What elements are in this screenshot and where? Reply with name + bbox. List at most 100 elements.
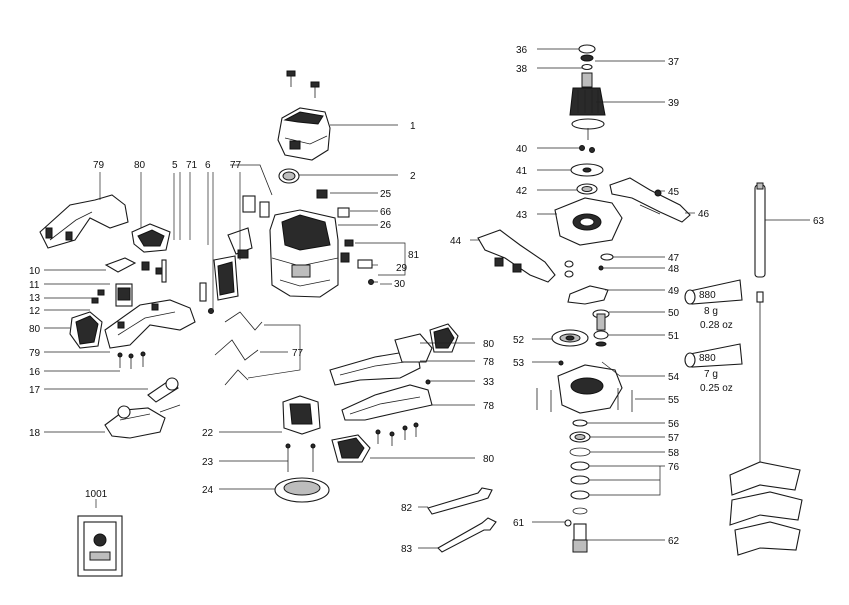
callout-50: 50: [668, 308, 680, 319]
grease-tube-2-number: 880: [699, 353, 716, 364]
grease-tube-1-number: 880: [699, 290, 716, 301]
callout-45: 45: [668, 187, 680, 198]
soft-grip-upper: [394, 323, 459, 363]
callout-41: 41: [516, 166, 528, 177]
callout-13: 13: [29, 293, 41, 304]
long-screws: [285, 443, 316, 472]
callout-52: 52: [513, 335, 525, 346]
small-parts-group: [316, 189, 406, 285]
cable-plug: [104, 404, 181, 439]
brush-wires: [199, 255, 239, 314]
seal-stack-56-58: [569, 419, 591, 457]
screw-top-right: [310, 81, 320, 98]
callout-80-center-bottom: 80: [483, 454, 495, 465]
callout-43: 43: [516, 210, 528, 221]
callout-48: 48: [668, 264, 680, 275]
pinion-51: [593, 330, 609, 347]
callout-10: 10: [29, 266, 41, 277]
round-cover: [278, 168, 300, 184]
callout-18: 18: [29, 428, 41, 439]
gear-52: [551, 329, 589, 347]
callout-1: 1: [410, 121, 416, 132]
callout-26: 26: [380, 220, 392, 231]
washers-76: [570, 461, 590, 515]
gear-cover-54: [557, 360, 623, 414]
switch-plate: [104, 257, 137, 273]
fan-baffle-ring: [274, 477, 330, 503]
callout-77-mid: 77: [292, 348, 304, 359]
grease-tube-2: [684, 343, 743, 368]
motor-housing: [269, 209, 339, 298]
callout-51: 51: [668, 331, 680, 342]
callout-16: 16: [29, 367, 41, 378]
callout-55: 55: [668, 395, 680, 406]
soft-grip-top: [131, 223, 171, 253]
callout-58: 58: [668, 448, 680, 459]
callout-80-top: 80: [134, 160, 146, 171]
motor-cap: [277, 107, 331, 161]
callout-40: 40: [516, 144, 528, 155]
callout-82: 82: [401, 503, 413, 514]
callout-76: 76: [668, 462, 680, 473]
spindle-62: [564, 519, 588, 553]
callout-39: 39: [668, 98, 680, 109]
callout-2: 2: [410, 171, 416, 182]
callout-11: 11: [29, 280, 40, 291]
callout-54: 54: [668, 372, 680, 383]
callout-23: 23: [202, 457, 214, 468]
callout-labels: 1 2 5 6 10 11 12 13 16 17 18 22 23 24 25…: [29, 45, 825, 555]
clutch-49: [567, 285, 609, 305]
callout-83: 83: [401, 544, 413, 555]
mixing-paddle: [729, 291, 803, 556]
callout-6: 6: [205, 160, 211, 171]
callout-71: 71: [186, 160, 198, 171]
callout-42: 42: [516, 186, 528, 197]
armature-stack: [569, 44, 606, 140]
grease-labels: 880 8 g 0.28 oz 880 7 g 0.25 oz: [699, 290, 733, 394]
extension-rod-63: [754, 182, 766, 278]
callout-62: 62: [668, 536, 680, 547]
grease-tube-1: [684, 279, 743, 305]
package-1001: [77, 499, 123, 577]
handle-shell-top: [39, 194, 129, 249]
callout-78-bottom: 78: [483, 401, 495, 412]
grease-amount-2-oz: 0.25 oz: [700, 383, 733, 394]
screws-55: [536, 388, 633, 412]
open-end-wrench-82: [427, 487, 493, 515]
callout-79-left: 79: [29, 348, 41, 359]
screw-row-left: [117, 351, 146, 369]
callout-77-top: 77: [230, 160, 242, 171]
callout-17: 17: [29, 385, 41, 396]
soft-grip-bottom: [69, 311, 103, 349]
callout-47: 47: [668, 253, 680, 264]
gear-housing-43: [554, 197, 623, 246]
callout-36: 36: [516, 45, 528, 56]
leader-lines: [44, 48, 810, 549]
callout-46: 46: [698, 209, 710, 220]
brush-holder-parts: [227, 164, 273, 259]
grease-amount-2-g: 7 g: [704, 369, 718, 380]
side-handle-45-46: [609, 177, 691, 223]
switch-parts: [91, 259, 167, 307]
handle-upper-shell: [329, 351, 421, 386]
callout-57: 57: [668, 433, 680, 444]
callout-38: 38: [516, 64, 528, 75]
callout-79-top: 79: [93, 160, 105, 171]
callout-37: 37: [668, 57, 680, 68]
handle-screws: [375, 422, 419, 446]
callout-29: 29: [396, 263, 408, 274]
small-screws-40: [579, 145, 595, 153]
parts-47-48: [598, 253, 614, 271]
callout-25: 25: [380, 189, 392, 200]
handle-lower-shell: [341, 379, 433, 421]
callout-81: 81: [408, 250, 420, 261]
field-coil: [282, 395, 321, 435]
callout-22: 22: [202, 428, 214, 439]
callout-80-left: 80: [29, 324, 41, 335]
callout-61: 61: [513, 518, 525, 529]
flange-41: [570, 163, 604, 177]
pinion-50: [592, 309, 610, 331]
callout-33: 33: [483, 377, 495, 388]
callout-63: 63: [813, 216, 825, 227]
